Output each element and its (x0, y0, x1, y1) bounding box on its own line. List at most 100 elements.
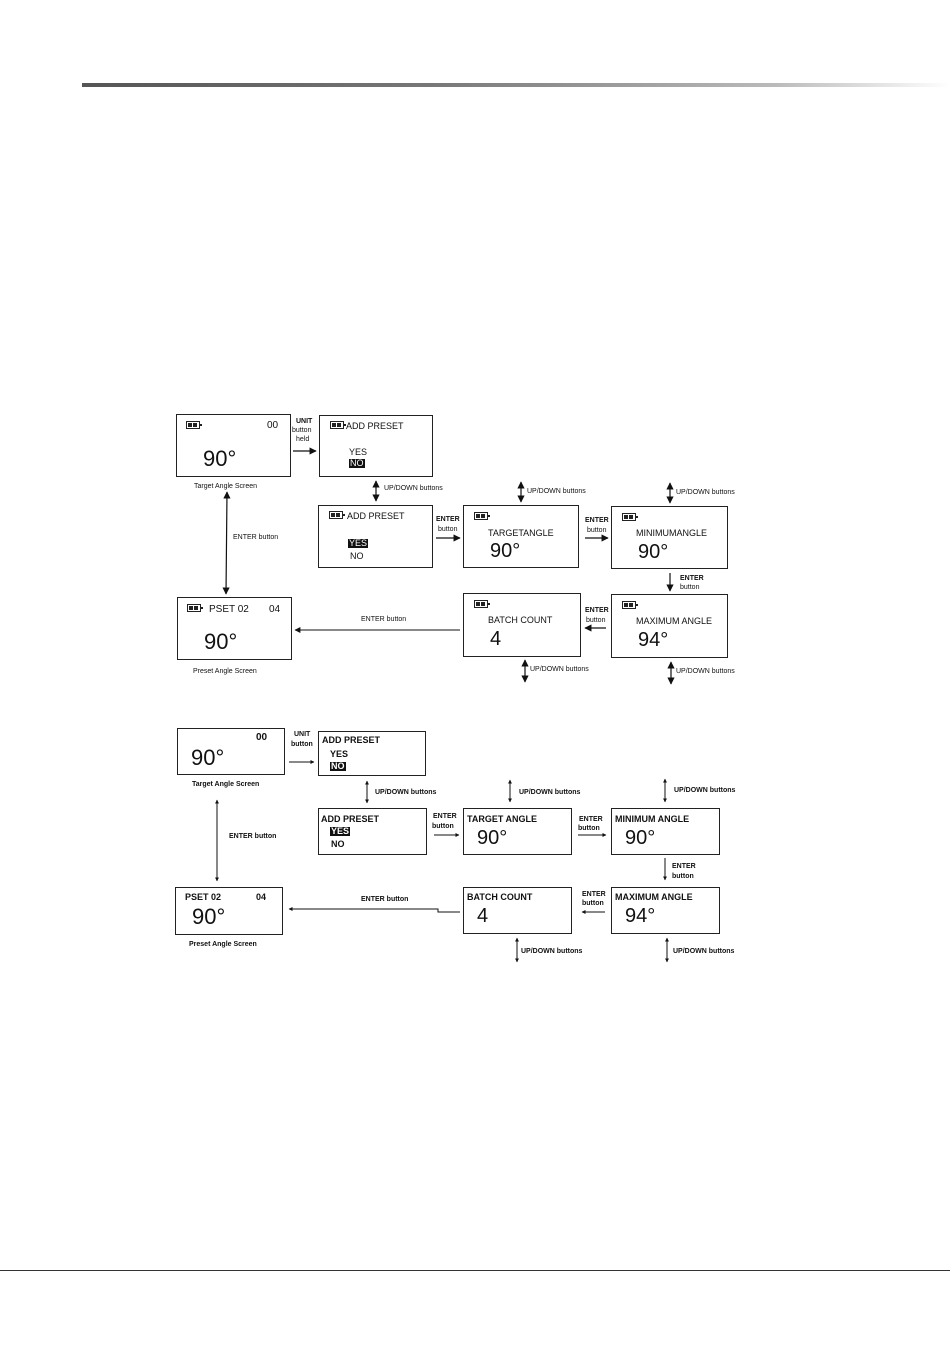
unit-button-label: held (296, 436, 310, 443)
target-angle-setting: TARGETANGLE 90° (463, 505, 579, 568)
enter-label: ENTER button (361, 896, 409, 903)
enter-label: ENTER (433, 813, 457, 820)
updown-label: UP/DOWN buttons (674, 787, 736, 794)
updown-label: UP/DOWN buttons (673, 948, 735, 955)
battery-icon (330, 421, 346, 429)
enter-label: ENTER button (233, 534, 279, 541)
unit-button-label: UNIT (296, 418, 313, 425)
target-angle-title: TARGET ANGLE (467, 814, 537, 824)
batch-count-setting: BATCH COUNT 4 (463, 887, 572, 934)
target-angle-screen: 00 90° (177, 728, 285, 775)
target-angle-value: 90° (191, 745, 225, 770)
enter-label: ENTER (585, 607, 609, 614)
enter-label: ENTER button (229, 833, 277, 840)
minimum-angle-title: MINIMUM ANGLE (615, 814, 690, 824)
enter-label: ENTER (585, 517, 609, 524)
batch-count-setting: BATCH COUNT 4 (463, 593, 581, 657)
batch-count-value: 4 (490, 628, 502, 650)
add-preset-title: ADD PRESET (346, 421, 404, 431)
battery-icon (187, 604, 203, 612)
add-preset-screen-no: ADD PRESET YES NO (318, 731, 426, 776)
footer-rule (0, 1270, 950, 1271)
enter-label: button (432, 823, 454, 830)
option-yes-selected: YES (330, 826, 351, 836)
option-yes: YES (349, 447, 368, 457)
unit-button-label: button (291, 741, 313, 748)
enter-label: button (578, 825, 600, 832)
battery-icon (474, 512, 490, 520)
battery-icon (622, 601, 638, 609)
enter-label: button (672, 873, 694, 880)
updown-label: UP/DOWN buttons (530, 666, 589, 673)
enter-label: ENTER (582, 891, 606, 898)
minimum-angle-title: MINIMUMANGLE (636, 528, 708, 538)
battery-icon (622, 513, 638, 521)
target-angle-caption: Target Angle Screen (192, 781, 260, 788)
enter-label: button (586, 617, 606, 624)
unit-button-label: UNIT (294, 731, 311, 738)
preset-count: 04 (269, 604, 281, 615)
updown-label: UP/DOWN buttons (384, 485, 443, 492)
arrow-left-icon (288, 907, 460, 913)
maximum-angle-title: MAXIMUM ANGLE (636, 616, 713, 626)
updown-label: UP/DOWN buttons (676, 668, 735, 675)
target-count: 00 (256, 732, 268, 743)
enter-label: ENTER (579, 816, 603, 823)
preset-name: PSET 02 (209, 604, 249, 615)
target-angle-value: 90° (477, 827, 508, 849)
option-yes-selected: YES (348, 538, 369, 548)
preset-angle-screen: PSET 02 04 90° (175, 887, 283, 935)
option-no-selected: NO (349, 458, 365, 468)
updown-label: UP/DOWN buttons (676, 489, 735, 496)
enter-label: button (587, 527, 607, 534)
minimum-angle-value: 90° (625, 827, 656, 849)
option-no: NO (331, 839, 345, 849)
preset-angle-value: 90° (204, 629, 238, 654)
target-angle-value: 90° (203, 446, 237, 471)
target-angle-value: 90° (490, 540, 521, 562)
preset-angle-screen: PSET 02 04 90° (177, 597, 292, 660)
option-no: NO (350, 551, 364, 561)
preset-count: 04 (256, 892, 267, 902)
enter-label: ENTER (672, 863, 696, 870)
target-angle-screen: 00 90° (176, 414, 291, 477)
minimum-angle-setting: MINIMUMANGLE 90° (611, 506, 728, 569)
enter-label: button (680, 584, 700, 591)
updown-label: UP/DOWN buttons (527, 488, 586, 495)
preset-name: PSET 02 (185, 892, 222, 902)
enter-label: button (438, 526, 458, 533)
preset-angle-caption: Preset Angle Screen (193, 668, 257, 675)
minimum-angle-value: 90° (638, 541, 669, 563)
add-preset-title: ADD PRESET (321, 814, 380, 824)
arrow-updown-icon (222, 491, 231, 595)
maximum-angle-setting: MAXIMUM ANGLE 94° (611, 594, 728, 658)
enter-label: ENTER (680, 575, 704, 582)
header-rule (82, 83, 950, 87)
option-yes: YES (330, 749, 349, 759)
preset-angle-caption: Preset Angle Screen (189, 941, 257, 948)
target-angle-setting: TARGET ANGLE 90° (463, 808, 572, 855)
updown-label: UP/DOWN buttons (521, 948, 583, 955)
batch-count-value: 4 (477, 905, 489, 927)
minimum-angle-setting: MINIMUM ANGLE 90° (611, 808, 720, 855)
maximum-angle-title: MAXIMUM ANGLE (615, 892, 693, 902)
add-preset-title: ADD PRESET (322, 735, 381, 745)
battery-icon (329, 511, 345, 519)
enter-label: ENTER (436, 516, 460, 523)
add-preset-screen-yes: ADD PRESET YES NO (318, 505, 433, 568)
preset-angle-value: 90° (192, 904, 226, 929)
maximum-angle-value: 94° (625, 905, 656, 927)
batch-count-title: BATCH COUNT (467, 892, 533, 902)
target-count: 00 (267, 420, 279, 431)
add-preset-screen-no: ADD PRESET YES NO (319, 415, 433, 477)
add-preset-title: ADD PRESET (347, 511, 405, 521)
target-angle-caption: Target Angle Screen (194, 483, 258, 490)
unit-button-label: button (292, 427, 312, 434)
enter-label: button (582, 900, 604, 907)
option-no-selected: NO (330, 761, 346, 771)
add-preset-screen-yes: ADD PRESET YES NO (318, 808, 427, 855)
updown-label: UP/DOWN buttons (519, 789, 581, 796)
enter-label: ENTER button (361, 616, 407, 623)
batch-count-title: BATCH COUNT (488, 615, 553, 625)
